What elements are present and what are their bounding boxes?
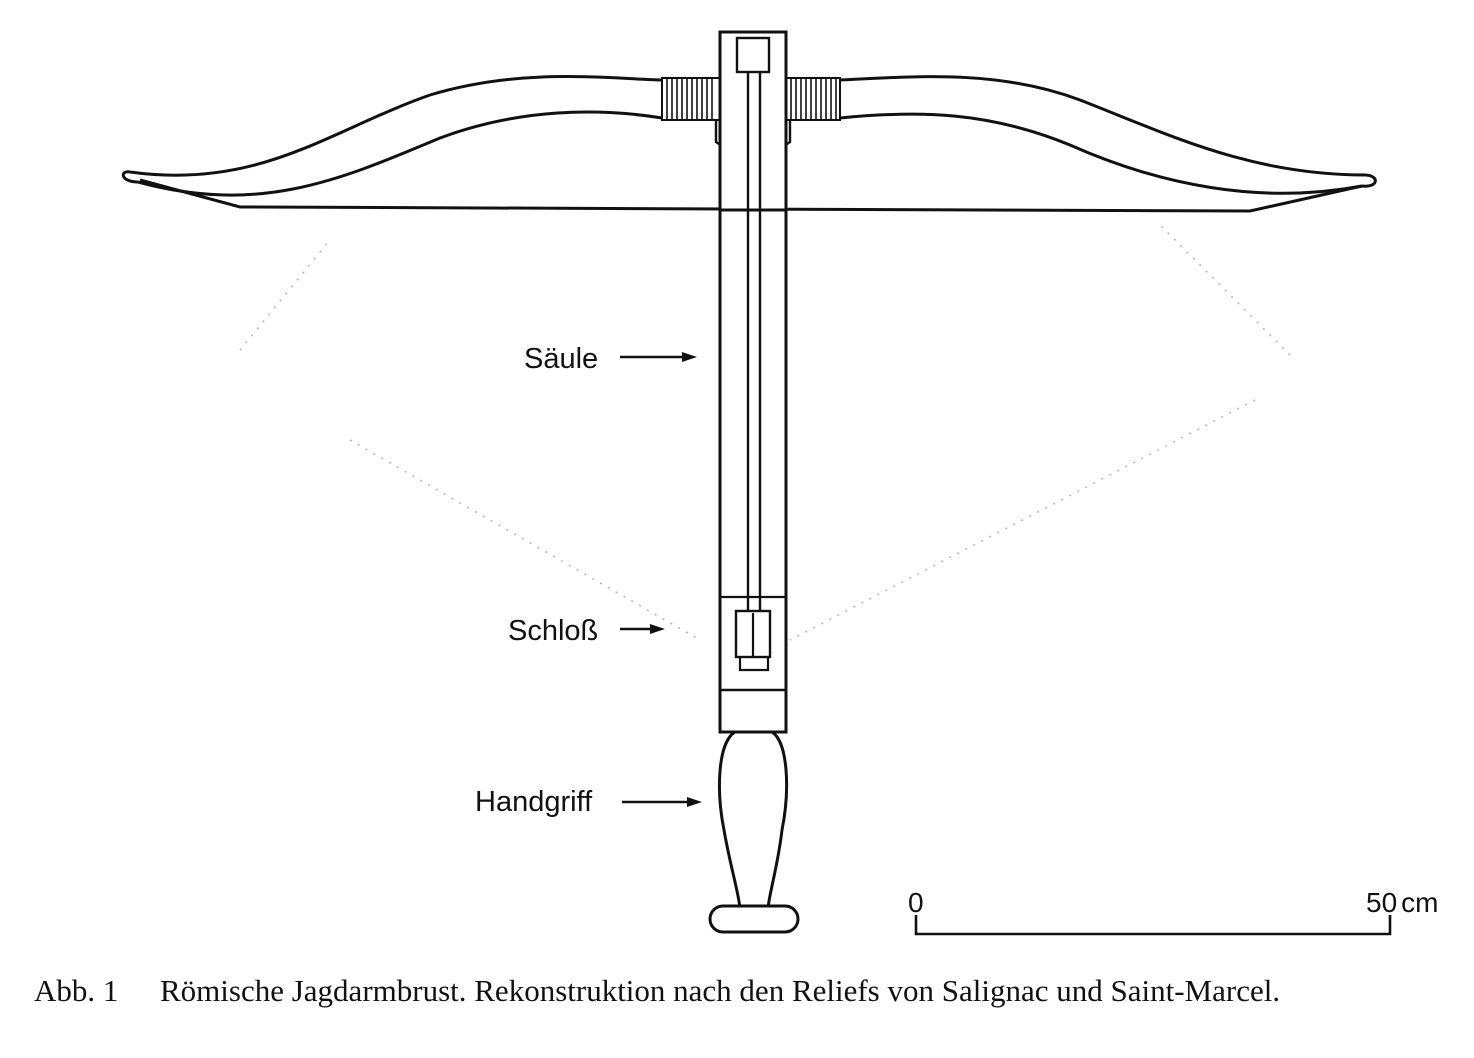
scale-unit: cm (1401, 887, 1438, 918)
bow-left-limb-inner (137, 110, 663, 197)
bow-bindings (661, 77, 841, 147)
label-schloss-group: Schloß (508, 615, 665, 647)
label-saeule-group: Säule (524, 343, 697, 375)
stock (718, 30, 788, 734)
label-handgriff-group: Handgriff (475, 786, 702, 818)
handle (708, 730, 800, 934)
label-schloss: Schloß (508, 615, 598, 647)
scale-start: 0 (908, 887, 924, 918)
bow-left-tip (121, 170, 139, 184)
bow-right-limb-outer (839, 75, 1367, 177)
bow-right-tip (1361, 173, 1377, 188)
label-saeule: Säule (524, 343, 598, 375)
bow-left-limb-outer (129, 75, 663, 177)
lock-mechanism (734, 609, 772, 659)
scale-end-value: 50 (1366, 887, 1397, 918)
bow-right-limb-inner (839, 112, 1363, 195)
label-handgriff: Handgriff (475, 786, 593, 818)
caption-text: Römische Jagdarmbrust. Rekonstruktion na… (160, 973, 1281, 1008)
figure-caption: Abb. 1 Römische Jagdarmbrust. Rekonstrukt… (34, 973, 1454, 1009)
bow (121, 75, 1377, 197)
background-scan-noise (239, 224, 1291, 641)
caption-number: Abb. 1 (34, 973, 119, 1008)
